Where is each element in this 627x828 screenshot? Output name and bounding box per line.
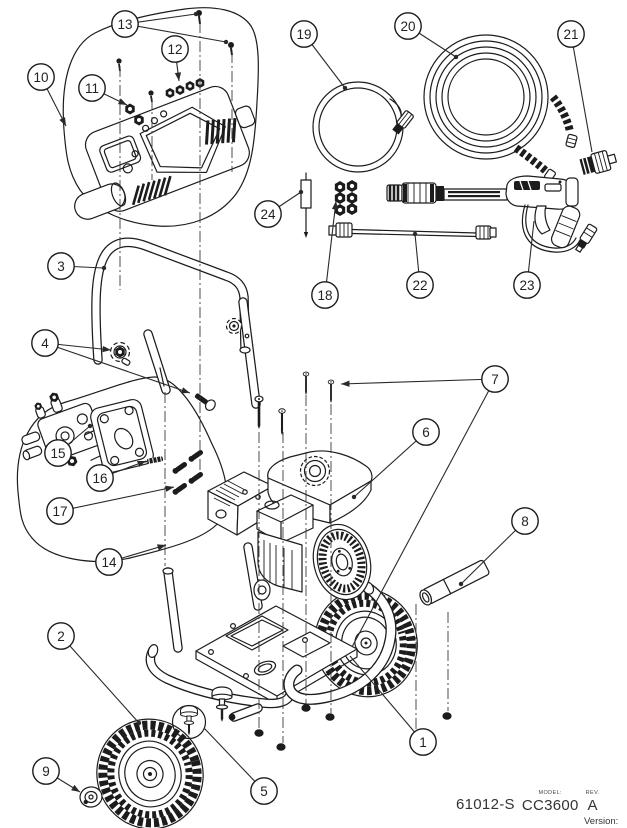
callout-19: 19 xyxy=(290,20,318,48)
svg-text:21: 21 xyxy=(563,27,578,42)
callout-23: 23 xyxy=(513,271,541,299)
rev-label: REV. xyxy=(585,790,600,796)
callout-9: 9 xyxy=(32,757,60,785)
hubcap xyxy=(79,786,103,808)
callout-1: 1 xyxy=(409,728,437,756)
callout-5: 5 xyxy=(250,777,278,805)
panel-group-boundary xyxy=(62,7,259,227)
svg-text:16: 16 xyxy=(92,471,107,486)
callout-11: 11 xyxy=(78,74,106,102)
svg-text:15: 15 xyxy=(50,446,65,461)
svg-text:3: 3 xyxy=(57,259,65,274)
svg-text:12: 12 xyxy=(167,42,182,57)
model-line: 61012-S MODEL: CC3600 REV. A xyxy=(456,790,600,814)
panel-tab xyxy=(234,105,256,129)
svg-text:9: 9 xyxy=(42,764,50,779)
model-label: MODEL: xyxy=(538,790,562,796)
control-panel xyxy=(74,85,256,220)
callout-4: 4 xyxy=(31,329,59,357)
hose-coupler xyxy=(579,150,617,175)
svg-text:7: 7 xyxy=(491,372,499,387)
callout-15: 15 xyxy=(44,439,72,467)
callout-16: 16 xyxy=(86,464,114,492)
hand-knob xyxy=(109,341,131,366)
callout-7: 7 xyxy=(481,365,509,393)
svg-text:8: 8 xyxy=(521,514,529,529)
model-group: MODEL: CC3600 xyxy=(521,790,579,814)
callout-10: 10 xyxy=(27,63,55,91)
callout-24: 24 xyxy=(254,200,282,228)
front-wheel xyxy=(96,718,204,828)
svg-text:13: 13 xyxy=(117,17,132,32)
svg-text:20: 20 xyxy=(400,19,415,34)
version-label: Version: xyxy=(584,816,619,827)
pump-group-boundary xyxy=(16,376,228,562)
svg-text:10: 10 xyxy=(33,70,48,85)
axle-spacer-small xyxy=(228,703,263,722)
svg-text:11: 11 xyxy=(85,81,99,96)
svg-text:5: 5 xyxy=(260,784,268,799)
part-number: 61012-S xyxy=(456,795,515,813)
callout-14: 14 xyxy=(95,548,123,576)
callout-2: 2 xyxy=(47,622,75,650)
callout-22: 22 xyxy=(406,271,434,299)
svg-text:22: 22 xyxy=(412,278,427,293)
small-hose-coil xyxy=(312,81,414,173)
svg-text:19: 19 xyxy=(296,27,311,42)
callout-18: 18 xyxy=(311,281,339,309)
hand-knob-installed xyxy=(225,317,243,335)
callout-21: 21 xyxy=(557,20,585,48)
svg-text:6: 6 xyxy=(422,425,430,440)
svg-text:2: 2 xyxy=(57,629,65,644)
rev-group: REV. A xyxy=(585,790,600,814)
panel-grip xyxy=(74,182,127,220)
callout-12: 12 xyxy=(161,35,189,63)
svg-text:4: 4 xyxy=(41,336,49,351)
engine-mount-bolts xyxy=(253,371,335,437)
callout-8: 8 xyxy=(511,507,539,535)
callout-3: 3 xyxy=(47,252,75,280)
jumper-hose xyxy=(328,222,497,240)
callout-13: 13 xyxy=(111,10,139,38)
handle-bolt xyxy=(194,393,216,411)
callout-20: 20 xyxy=(394,12,422,40)
svg-text:17: 17 xyxy=(52,504,67,519)
svg-text:24: 24 xyxy=(260,207,276,222)
rev-value: A xyxy=(587,796,598,814)
nut-set xyxy=(334,180,358,216)
model-value: CC3600 xyxy=(521,796,579,814)
svg-text:18: 18 xyxy=(317,288,332,303)
callouts: 1 2 3 4 5 6 7 8 9 10 11 12 13 14 15 16 1… xyxy=(27,10,585,805)
svg-text:23: 23 xyxy=(519,278,534,293)
svg-text:14: 14 xyxy=(101,555,117,570)
engine-assembly xyxy=(207,450,373,601)
high-pressure-hose-coil xyxy=(423,34,578,186)
svg-text:1: 1 xyxy=(419,735,427,750)
axle-tube xyxy=(419,559,490,606)
centerlines xyxy=(119,22,449,743)
nozzle-cleaner-tool xyxy=(300,172,312,238)
callout-6: 6 xyxy=(412,418,440,446)
handle-assembly xyxy=(91,237,261,409)
callout-17: 17 xyxy=(46,497,74,525)
spray-gun xyxy=(386,175,598,253)
